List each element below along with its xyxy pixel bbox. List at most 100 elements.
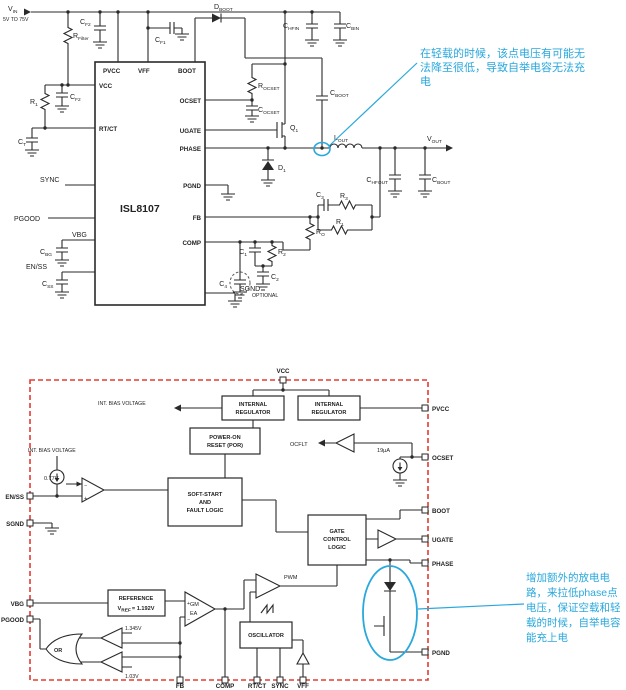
vff-buffer: [296, 651, 310, 665]
label-gm: GM: [190, 602, 199, 608]
block-label-ref-l1: REFERENCE: [119, 596, 154, 602]
block-label-ss-l3: FAULT LOGIC: [187, 508, 224, 514]
annotation-top: 在轻载的时候，该点电压有可能无 法降至很低，导致自举电容无法充 电: [313, 46, 585, 157]
pin-square-ugate: [421, 535, 429, 543]
cf1-cap: [169, 21, 175, 35]
pin-square-fb: [176, 676, 184, 684]
ground-icon: [244, 115, 260, 123]
chfout-cap: [388, 174, 402, 180]
bd-pin-sync: SYNC: [271, 683, 289, 690]
ground-icon: [392, 479, 408, 487]
label-bias-top: INT. BIAS VOLTAGE: [98, 401, 146, 407]
ea-minus-sign: −: [187, 617, 190, 623]
pin-label-phase: PHASE: [180, 146, 201, 153]
pin-square-enss: [26, 492, 34, 500]
pin-label-vff: VFF: [138, 68, 150, 75]
pin-square-boot: [421, 506, 429, 514]
enss-comparator: [81, 477, 106, 503]
pin-label-comp: COMP: [182, 240, 201, 247]
label-q1: Q1: [290, 125, 298, 134]
bd-pin-pgnd: PGND: [432, 650, 450, 657]
block-gate-control: [307, 514, 367, 566]
pin-label-pgnd: PGND: [183, 183, 201, 190]
r3-resistor: [337, 200, 359, 210]
label-pgood: PGOOD: [14, 216, 40, 223]
pin-square-rtct: [253, 676, 261, 684]
chfin-cap: [305, 23, 319, 29]
pin-square-comp: [221, 676, 229, 684]
cbin-cap: [333, 23, 347, 29]
label-ct: CT: [18, 139, 26, 148]
label-c3: C3: [316, 192, 324, 201]
ocset-comparator: [334, 433, 355, 453]
ground-icon: [417, 190, 433, 198]
chip-name: ISL8107: [120, 203, 160, 215]
label-cbout: CBOUT: [432, 177, 450, 186]
label-v077: 0.77V: [44, 476, 59, 482]
label-vin-range: 5V TO 75V: [3, 17, 29, 23]
label-vbg: VBG: [72, 232, 87, 239]
pin-square-ocset: [421, 453, 429, 461]
label-d1: D1: [278, 165, 286, 174]
annotation-top-line2: 法降至很低，导致自举电容无法充: [420, 60, 585, 74]
ground-icon: [387, 190, 403, 198]
block-label-gc-l2: CONTROL: [323, 537, 351, 543]
bottom-junction-dots: [55, 388, 414, 659]
c4-optional-circle: [229, 271, 251, 295]
label-c4: C4: [219, 281, 227, 290]
block-por: [189, 427, 261, 455]
c4-cap: [233, 279, 247, 285]
bd-pin-vcc: VCC: [276, 368, 290, 375]
r2-resistor: [267, 243, 277, 265]
block-oscillator: [239, 621, 293, 649]
block-diagram-border: [29, 379, 429, 681]
block-label-ss-l1: SOFT-START: [188, 492, 223, 498]
callout-line-bottom: [417, 603, 525, 610]
block-label-ss-l2: AND: [199, 500, 211, 506]
ro-resistor: [305, 221, 315, 243]
pgood-comparator-low: [99, 651, 123, 673]
bd-pin-ocset: OCSET: [432, 455, 454, 462]
block-reference: [107, 589, 166, 617]
label-rfilter: RFilter: [73, 33, 89, 42]
label-cocset: COCSET: [258, 107, 280, 116]
label-cbin: CBIN: [346, 23, 360, 32]
bd-pin-comp: COMP: [216, 683, 235, 690]
pin-square-pgnd: [421, 648, 429, 656]
label-optional: OPTIONAL: [252, 293, 278, 299]
ocset-current-source: [392, 458, 408, 474]
ground-icon: [54, 105, 70, 113]
pin-squares: [26, 376, 429, 684]
pin-label-ugate: UGATE: [180, 128, 201, 135]
ground-icon: [332, 39, 348, 47]
pin-square-pgood: [26, 615, 34, 623]
bd-pin-fb: FB: [176, 683, 185, 690]
label-cf1: CF1: [155, 37, 166, 46]
pin-square-vbg: [26, 599, 34, 607]
label-r1: R1: [30, 99, 38, 108]
label-chfin: CHFIN: [283, 23, 300, 32]
pin-label-vcc: VCC: [99, 83, 113, 90]
top-junction-dots: [43, 10, 427, 268]
ground-icon: [227, 300, 243, 308]
cbout-cap: [418, 174, 432, 180]
v077-arrow-icon: [76, 481, 82, 487]
bd-pin-vbg: VBG: [11, 601, 25, 608]
block-internal-regulator-1: [221, 395, 285, 421]
block-label-reg2-l1: INTERNAL: [315, 402, 344, 408]
bd-pin-ugate: UGATE: [432, 537, 453, 544]
annotation-top-line3: 电: [420, 75, 431, 88]
bd-pin-boot: BOOT: [432, 508, 450, 515]
top-circuit: VIN 5V TO 75V RFilter CF2 DBOOT CF1 CHFI…: [3, 4, 453, 308]
phase-node-highlight: [313, 141, 331, 157]
discharge-diode: [384, 582, 396, 591]
label-vin: VIN: [8, 6, 18, 15]
label-v1345: 1.345V: [125, 626, 142, 632]
isl8107-chip: [94, 61, 206, 306]
label-vout: VOUT: [427, 136, 442, 145]
comp-plus-sign: +: [84, 496, 87, 502]
cboot-cap: [315, 95, 329, 101]
label-sync: SYNC: [40, 177, 59, 184]
